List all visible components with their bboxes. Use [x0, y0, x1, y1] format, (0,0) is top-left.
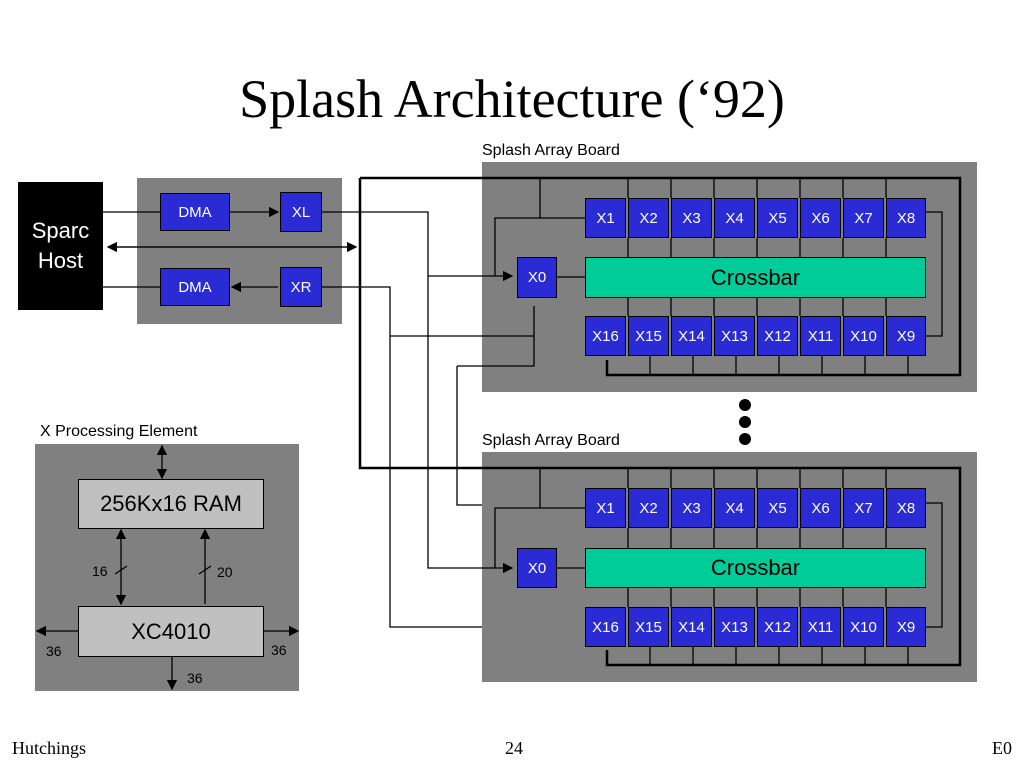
board-1-pe: X5 — [757, 198, 798, 238]
board-2-pe: X8 — [886, 488, 926, 528]
board-1-pe: X9 — [886, 316, 926, 356]
board-1-pe: X13 — [714, 316, 755, 356]
board-1-pe: X12 — [757, 316, 798, 356]
board-2-pe: X13 — [714, 607, 755, 647]
board-2-pe: X7 — [843, 488, 884, 528]
fpga-box: XC4010 — [78, 606, 264, 657]
board-2-pe: X14 — [671, 607, 712, 647]
ellipsis-dot — [739, 399, 751, 411]
board-2-pe: X5 — [757, 488, 798, 528]
bus-width-left: 16 — [92, 563, 108, 579]
board-2-crossbar: Crossbar — [585, 548, 926, 588]
board-2-pe: X6 — [800, 488, 841, 528]
board-2-pe: X4 — [714, 488, 755, 528]
board-2-pe: X9 — [886, 607, 926, 647]
dma-top-box: DMA — [160, 193, 230, 231]
board-1-pe: X2 — [628, 198, 669, 238]
slide-title: Splash Architecture (‘92) — [239, 69, 785, 129]
board-1-pe: X15 — [628, 316, 669, 356]
board-2-pe: X12 — [757, 607, 798, 647]
io-width-right: 36 — [271, 642, 287, 658]
xl-box: XL — [280, 192, 322, 232]
board-2-pe: X11 — [800, 607, 841, 647]
board-1-pe: X3 — [671, 198, 712, 238]
footer-page-number: 24 — [505, 738, 523, 758]
host-label-line1: Sparc — [31, 218, 90, 243]
board-2-pe: X2 — [628, 488, 669, 528]
xr-box: XR — [280, 267, 322, 307]
ram-box: 256Kx16 RAM — [78, 479, 264, 529]
board-2-label: Splash Array Board — [482, 432, 620, 449]
board-1-pe: X1 — [585, 198, 626, 238]
io-width-bottom: 36 — [187, 670, 203, 686]
bus-width-right: 20 — [217, 564, 233, 580]
io-width-left: 36 — [46, 643, 62, 659]
board-1-crossbar: Crossbar — [585, 257, 926, 298]
board-1-pe: X14 — [671, 316, 712, 356]
board-1-pe: X6 — [800, 198, 841, 238]
sparc-host-box: Sparc Host — [18, 182, 103, 310]
board-2-pe: X3 — [671, 488, 712, 528]
board-2-pe: X16 — [585, 607, 626, 647]
dma-bottom-box: DMA — [160, 268, 230, 306]
board-1-x0: X0 — [517, 257, 557, 298]
board-1-pe: X4 — [714, 198, 755, 238]
board-1-pe: X7 — [843, 198, 884, 238]
board-1-pe: X11 — [800, 316, 841, 356]
board-1-pe: X8 — [886, 198, 926, 238]
footer-code: E0 — [992, 738, 1012, 758]
board-2-pe: X10 — [843, 607, 884, 647]
pe-label: X Processing Element — [40, 423, 198, 440]
board-1-pe: X16 — [585, 316, 626, 356]
board-2-pe: X15 — [628, 607, 669, 647]
board-1-pe: X10 — [843, 316, 884, 356]
footer-author: Hutchings — [12, 738, 86, 758]
host-label-line2: Host — [37, 248, 84, 273]
board-1-label: Splash Array Board — [482, 142, 620, 159]
ellipsis-dot — [739, 416, 751, 428]
board-2-x0: X0 — [517, 548, 557, 588]
board-2-pe: X1 — [585, 488, 626, 528]
ellipsis-dot — [739, 433, 751, 445]
